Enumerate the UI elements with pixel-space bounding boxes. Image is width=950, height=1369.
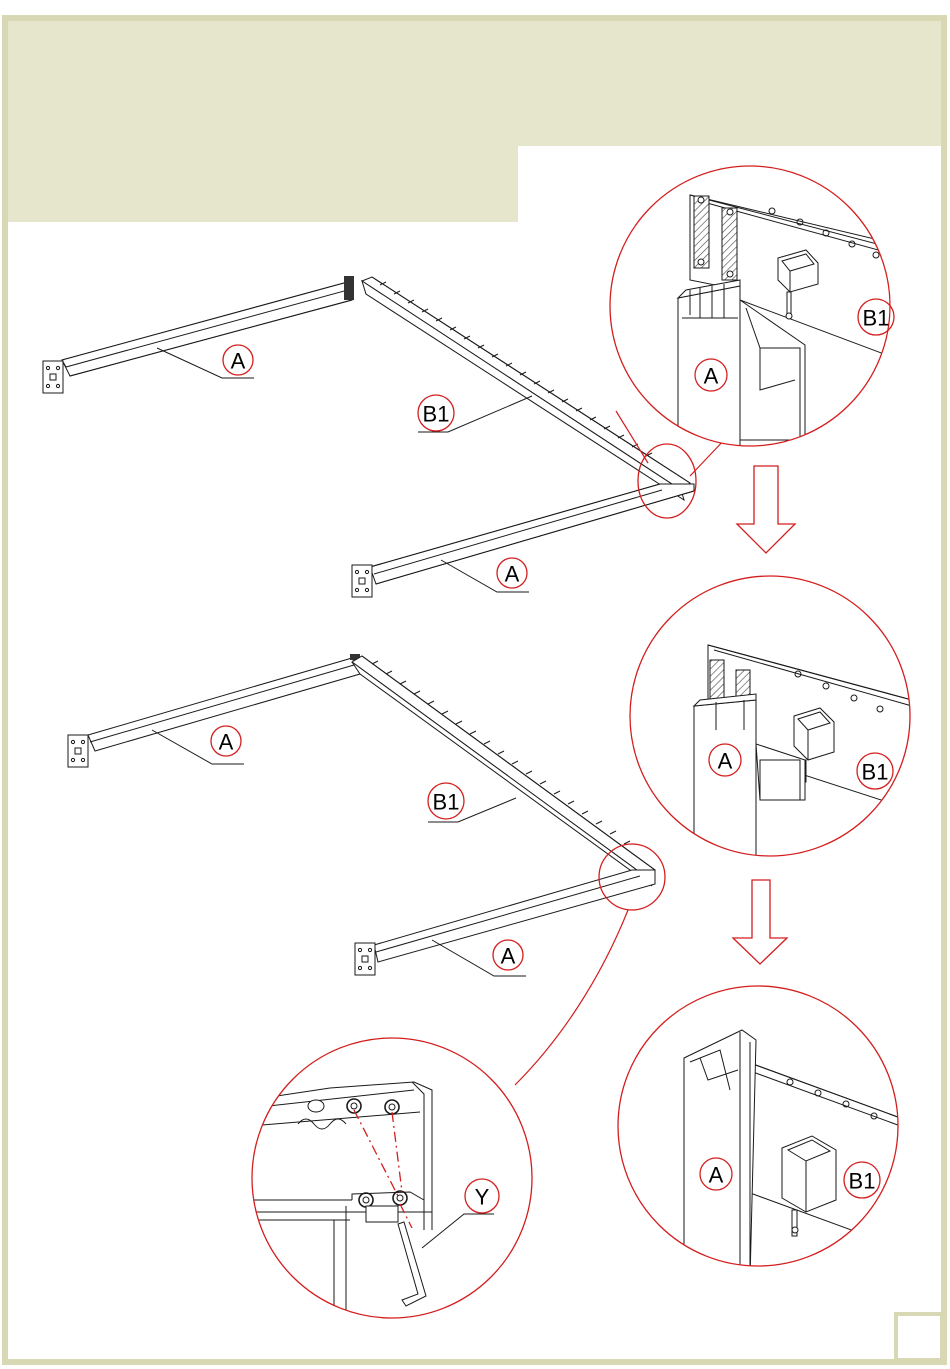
svg-text:A: A	[505, 562, 520, 587]
svg-text:B1: B1	[862, 760, 889, 785]
svg-text:B1: B1	[863, 306, 890, 331]
header-banner	[8, 21, 941, 146]
svg-text:A: A	[219, 730, 234, 755]
svg-text:B1: B1	[423, 402, 450, 427]
svg-text:A: A	[709, 1163, 724, 1188]
page-number-box	[896, 1314, 942, 1360]
subheader-banner	[8, 146, 518, 222]
svg-text:A: A	[704, 364, 719, 389]
svg-text:B1: B1	[849, 1169, 876, 1194]
svg-text:A: A	[501, 944, 516, 969]
svg-text:A: A	[231, 349, 246, 374]
svg-text:B1: B1	[433, 790, 460, 815]
svg-text:A: A	[718, 749, 733, 774]
svg-text:Y: Y	[475, 1185, 490, 1210]
